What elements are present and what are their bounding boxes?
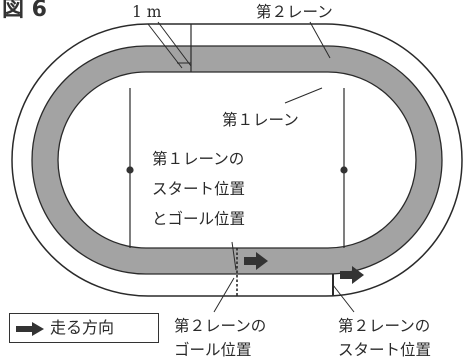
lane2-goal-line2: ゴール位置 (174, 341, 252, 359)
right-arrow-icon (16, 322, 44, 336)
legend-text: 走る方向 (50, 318, 115, 337)
right-curve-center-dot (340, 166, 348, 174)
width-label: 1 m (132, 3, 162, 21)
legend: 走る方向 (9, 313, 159, 343)
lane2-label: 第２レーン (256, 3, 333, 21)
lane2-start-line2: スタート位置 (338, 341, 432, 359)
lane2-direction-arrow (340, 266, 364, 284)
lane1-label: 第１レーン (222, 111, 299, 129)
lane1-start-goal-line3: とゴール位置 (152, 210, 246, 228)
lane1-direction-arrow (244, 252, 268, 270)
lane1-start-goal-line1: 第１レーンの (152, 150, 245, 168)
lane2-start-line1: 第２レーンの (338, 317, 431, 335)
lane2-goal-line1: 第２レーンの (174, 317, 267, 335)
left-curve-center-dot (126, 166, 134, 174)
lane1-start-goal-line2: スタート位置 (152, 180, 246, 198)
figure-title: 図 6 (2, 0, 47, 22)
